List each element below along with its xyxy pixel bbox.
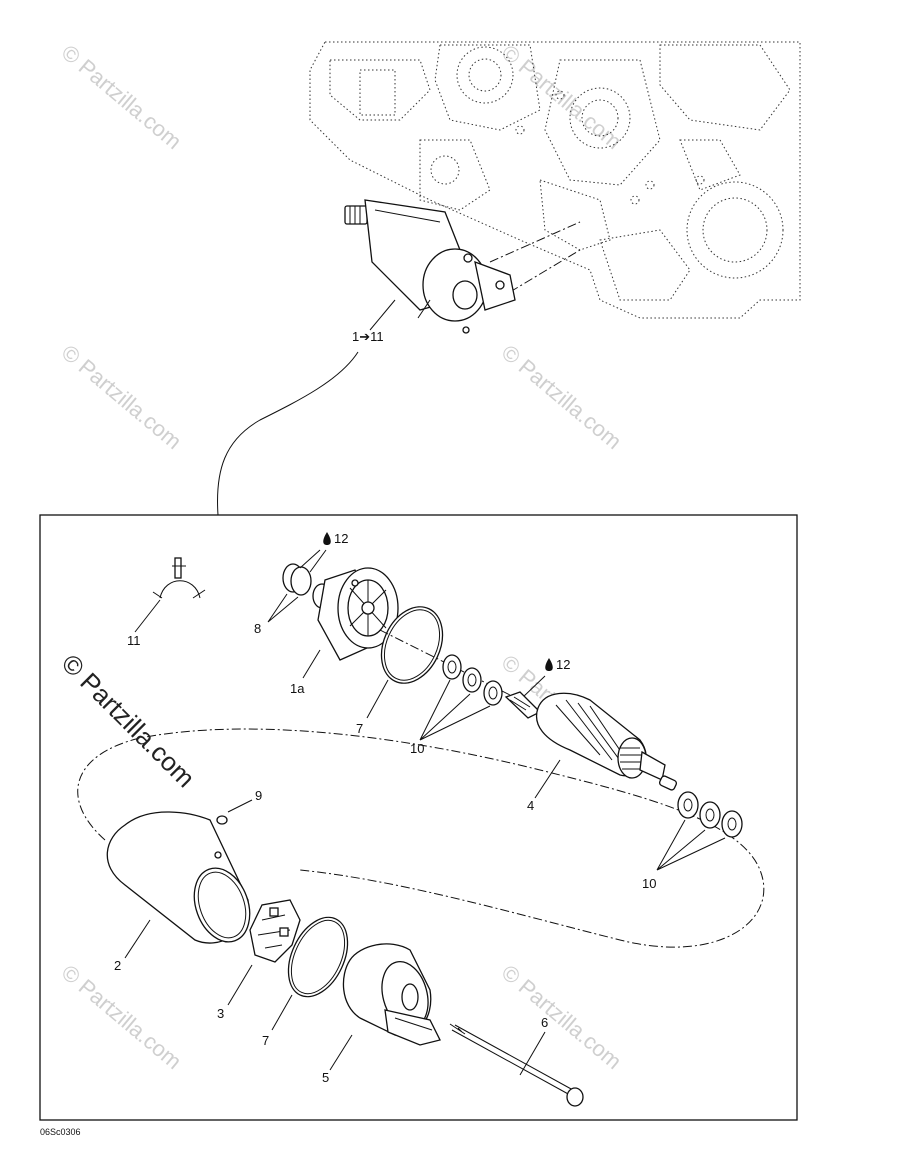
label-7-upper: 7 xyxy=(356,721,363,736)
label-6: 6 xyxy=(541,1015,548,1030)
watermark-4: © Partzilla.com xyxy=(497,340,627,454)
watermark-6: © Partzilla.com xyxy=(57,960,187,1074)
leader-5 xyxy=(329,1034,353,1071)
watermark-1: © Partzilla.com xyxy=(57,40,187,154)
watermark-3: © Partzilla.com xyxy=(57,340,187,454)
leader-11 xyxy=(134,599,161,633)
label-8: 8 xyxy=(254,621,261,636)
label-10-upper: 10 xyxy=(410,741,424,756)
leader-6 xyxy=(519,1031,546,1076)
part-6-through-bolt xyxy=(449,1023,584,1107)
label-4: 4 xyxy=(527,798,534,813)
assembly-leader xyxy=(369,299,396,331)
part-10-washers-lower xyxy=(677,791,743,838)
leader-1a xyxy=(302,649,321,679)
leader-10-upper xyxy=(419,679,491,741)
exploded-view-frame xyxy=(39,514,798,1121)
leader-7-lower xyxy=(271,994,293,1031)
part-1a-front-housing xyxy=(312,567,399,661)
drawing-code: 06Sc0306 xyxy=(40,1127,81,1137)
engine-block xyxy=(309,41,801,319)
part-9-small-ring xyxy=(216,815,228,825)
label-5: 5 xyxy=(322,1070,329,1085)
watermarks: © Partzilla.com © Partzilla.com © Partzi… xyxy=(57,40,627,1074)
label-1a: 1a xyxy=(290,681,305,696)
watermark-2: © Partzilla.com xyxy=(497,40,627,154)
label-12-middle: 12 xyxy=(556,657,570,672)
leader-7-upper xyxy=(366,679,389,719)
part-3-brush-plate xyxy=(249,899,301,963)
leader-2 xyxy=(124,919,151,959)
watermark-main: © Partzilla.com xyxy=(56,648,201,793)
label-11: 11 xyxy=(127,633,141,648)
label-9: 9 xyxy=(255,788,262,803)
label-3: 3 xyxy=(217,1006,224,1021)
mount-line-1 xyxy=(489,221,581,263)
part-10-washers-upper xyxy=(442,654,503,706)
oil-drop-icon xyxy=(545,658,553,671)
label-2: 2 xyxy=(114,958,121,973)
label-10-lower: 10 xyxy=(642,876,656,891)
label-7-lower: 7 xyxy=(262,1033,269,1048)
label-12-top: 12 xyxy=(334,531,348,546)
part-11-clip xyxy=(152,557,206,599)
label-assembly: 1➔11 xyxy=(352,329,384,344)
leader-4 xyxy=(534,759,561,799)
assembly-curve xyxy=(217,351,359,516)
part-5-rear-cover xyxy=(342,943,441,1046)
mount-line-2 xyxy=(509,249,581,293)
leader-10-lower xyxy=(656,819,726,871)
assembled-starter xyxy=(344,199,516,334)
part-4-armature xyxy=(504,691,678,791)
leader-3 xyxy=(227,964,253,1006)
part-8-o-ring-2 xyxy=(290,566,312,596)
watermark-7: © Partzilla.com xyxy=(497,960,627,1074)
part-2-yoke xyxy=(106,811,251,944)
leader-8 xyxy=(267,593,299,623)
oil-drop-icon xyxy=(323,532,331,545)
leader-12-middle xyxy=(521,675,546,699)
assembly-group-loop xyxy=(77,728,765,948)
leader-12-top xyxy=(299,549,327,573)
leader-9 xyxy=(227,799,253,813)
